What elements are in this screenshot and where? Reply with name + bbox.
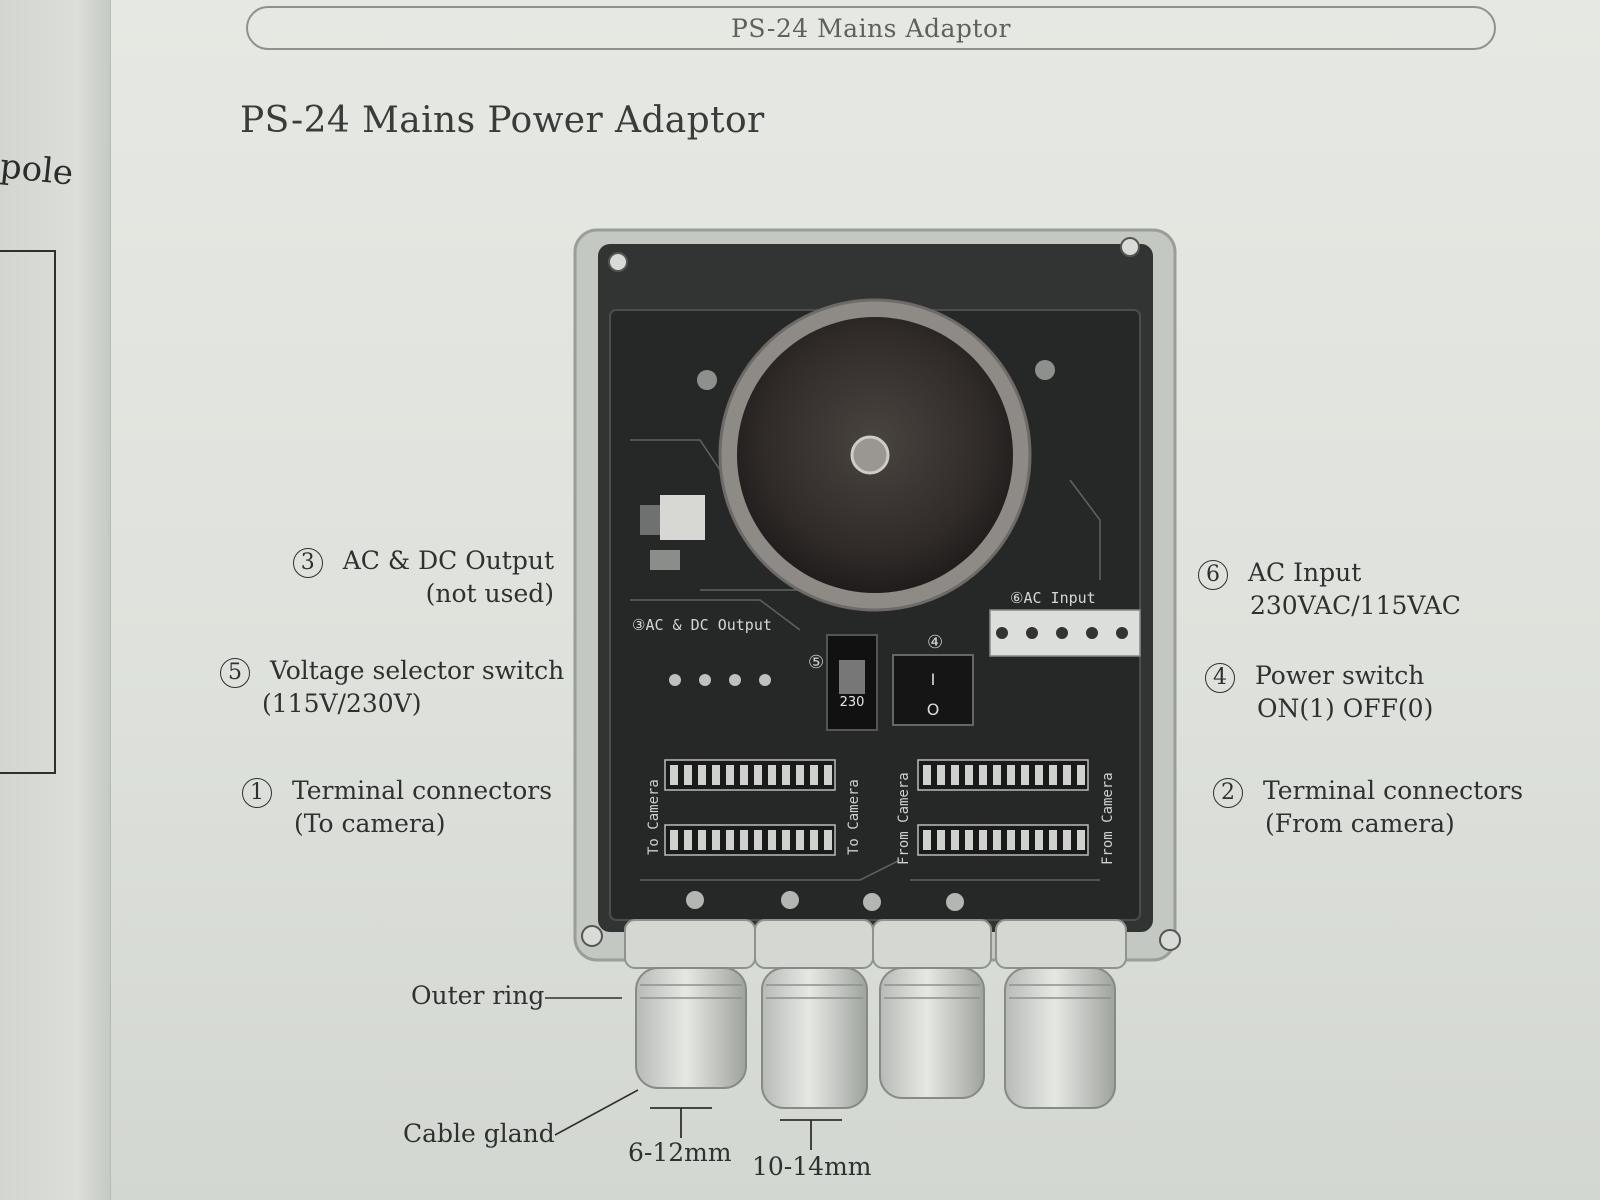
callout-ac-input: 6 AC Input 230VAC/115VAC <box>1198 557 1461 622</box>
voltage-selector-switch: 230 <box>826 634 878 731</box>
callout-number: 5 <box>220 657 250 688</box>
callout-ac-dc-output: 3 AC & DC Output (not used) <box>292 545 554 610</box>
callout-subtitle: (To camera) <box>294 808 446 838</box>
callout-number: 4 <box>1205 662 1235 693</box>
corner-screw <box>608 252 628 272</box>
label-outer-ring: Outer ring <box>411 981 545 1010</box>
corner-screw <box>1120 237 1140 257</box>
page-title: PS-24 Mains Power Adaptor <box>240 100 765 141</box>
power-switch-on-mark: I <box>931 670 936 689</box>
dimension-brackets <box>650 1107 842 1150</box>
board-screw <box>946 893 964 911</box>
board-marker-4: ④ <box>927 632 943 653</box>
callout-subtitle: (115V/230V) <box>262 688 422 718</box>
callout-subtitle: (not used) <box>425 578 554 608</box>
transformer-bolt <box>850 435 890 475</box>
adjacent-page-edge: pole <box>0 0 111 1200</box>
corner-screw <box>1159 929 1181 951</box>
callout-subtitle: (From camera) <box>1265 808 1455 838</box>
board-label-from-camera-left: From Camera <box>896 772 912 865</box>
power-switch: I O <box>892 654 974 726</box>
callout-title: Voltage selector switch <box>270 656 565 685</box>
component-chip <box>640 505 660 535</box>
callout-number: 6 <box>1198 559 1228 590</box>
callout-title: Power switch <box>1255 661 1425 690</box>
board-label-from-camera-right: From Camera <box>1100 772 1116 865</box>
dimension-small: 6-12mm <box>628 1138 732 1167</box>
board-screw <box>686 891 704 909</box>
callout-terminal-to-camera: 1 Terminal connectors (To camera) <box>242 775 552 840</box>
power-switch-off-mark: O <box>927 700 940 719</box>
board-screw <box>781 891 799 909</box>
board-label-to-camera-left: To Camera <box>646 779 662 855</box>
adjacent-page-frame <box>0 250 56 774</box>
callout-subtitle: ON(1) OFF(0) <box>1257 693 1434 723</box>
board-label-ac-input: ⑥AC Input <box>1010 589 1096 607</box>
dimension-large: 10-14mm <box>752 1152 872 1181</box>
ac-input-terminal-block <box>989 609 1141 657</box>
callout-number: 2 <box>1213 777 1243 808</box>
component-chip <box>660 495 705 540</box>
terminal-connectors-to-camera <box>664 759 836 856</box>
mount-post <box>697 370 717 390</box>
board-screw <box>863 893 881 911</box>
gland-threads <box>640 984 1111 999</box>
callout-subtitle: 230VAC/115VAC <box>1250 590 1461 620</box>
corner-screw <box>581 925 603 947</box>
board-marker-5: ⑤ <box>808 652 824 673</box>
component-chip <box>650 550 680 570</box>
callout-number: 3 <box>292 547 323 578</box>
callout-title: Terminal connectors <box>292 776 553 805</box>
label-cable-gland: Cable gland <box>403 1119 555 1148</box>
board-label-to-camera-right: To Camera <box>846 779 862 855</box>
mount-post <box>1035 360 1055 380</box>
ac-dc-output-posts <box>669 674 771 686</box>
callout-number: 1 <box>242 777 272 808</box>
cable-glands <box>635 967 1116 1109</box>
callout-terminal-from-camera: 2 Terminal connectors (From camera) <box>1213 775 1523 840</box>
board-label-ac-dc-output: ③AC & DC Output <box>632 616 772 634</box>
callout-title: AC & DC Output <box>342 546 554 575</box>
running-header-text: PS-24 Mains Adaptor <box>731 13 1011 43</box>
callout-voltage-selector: 5 Voltage selector switch (115V/230V) <box>220 655 564 720</box>
cable-gland-leader <box>554 1089 639 1136</box>
gland-outer-rings <box>624 919 1127 969</box>
selector-value: 230 <box>840 695 865 710</box>
callout-title: Terminal connectors <box>1263 776 1524 805</box>
terminal-connectors-from-camera <box>917 759 1089 856</box>
callout-power-switch: 4 Power switch ON(1) OFF(0) <box>1205 660 1433 725</box>
callout-title: AC Input <box>1248 558 1362 587</box>
running-header: PS-24 Mains Adaptor <box>246 6 1496 50</box>
